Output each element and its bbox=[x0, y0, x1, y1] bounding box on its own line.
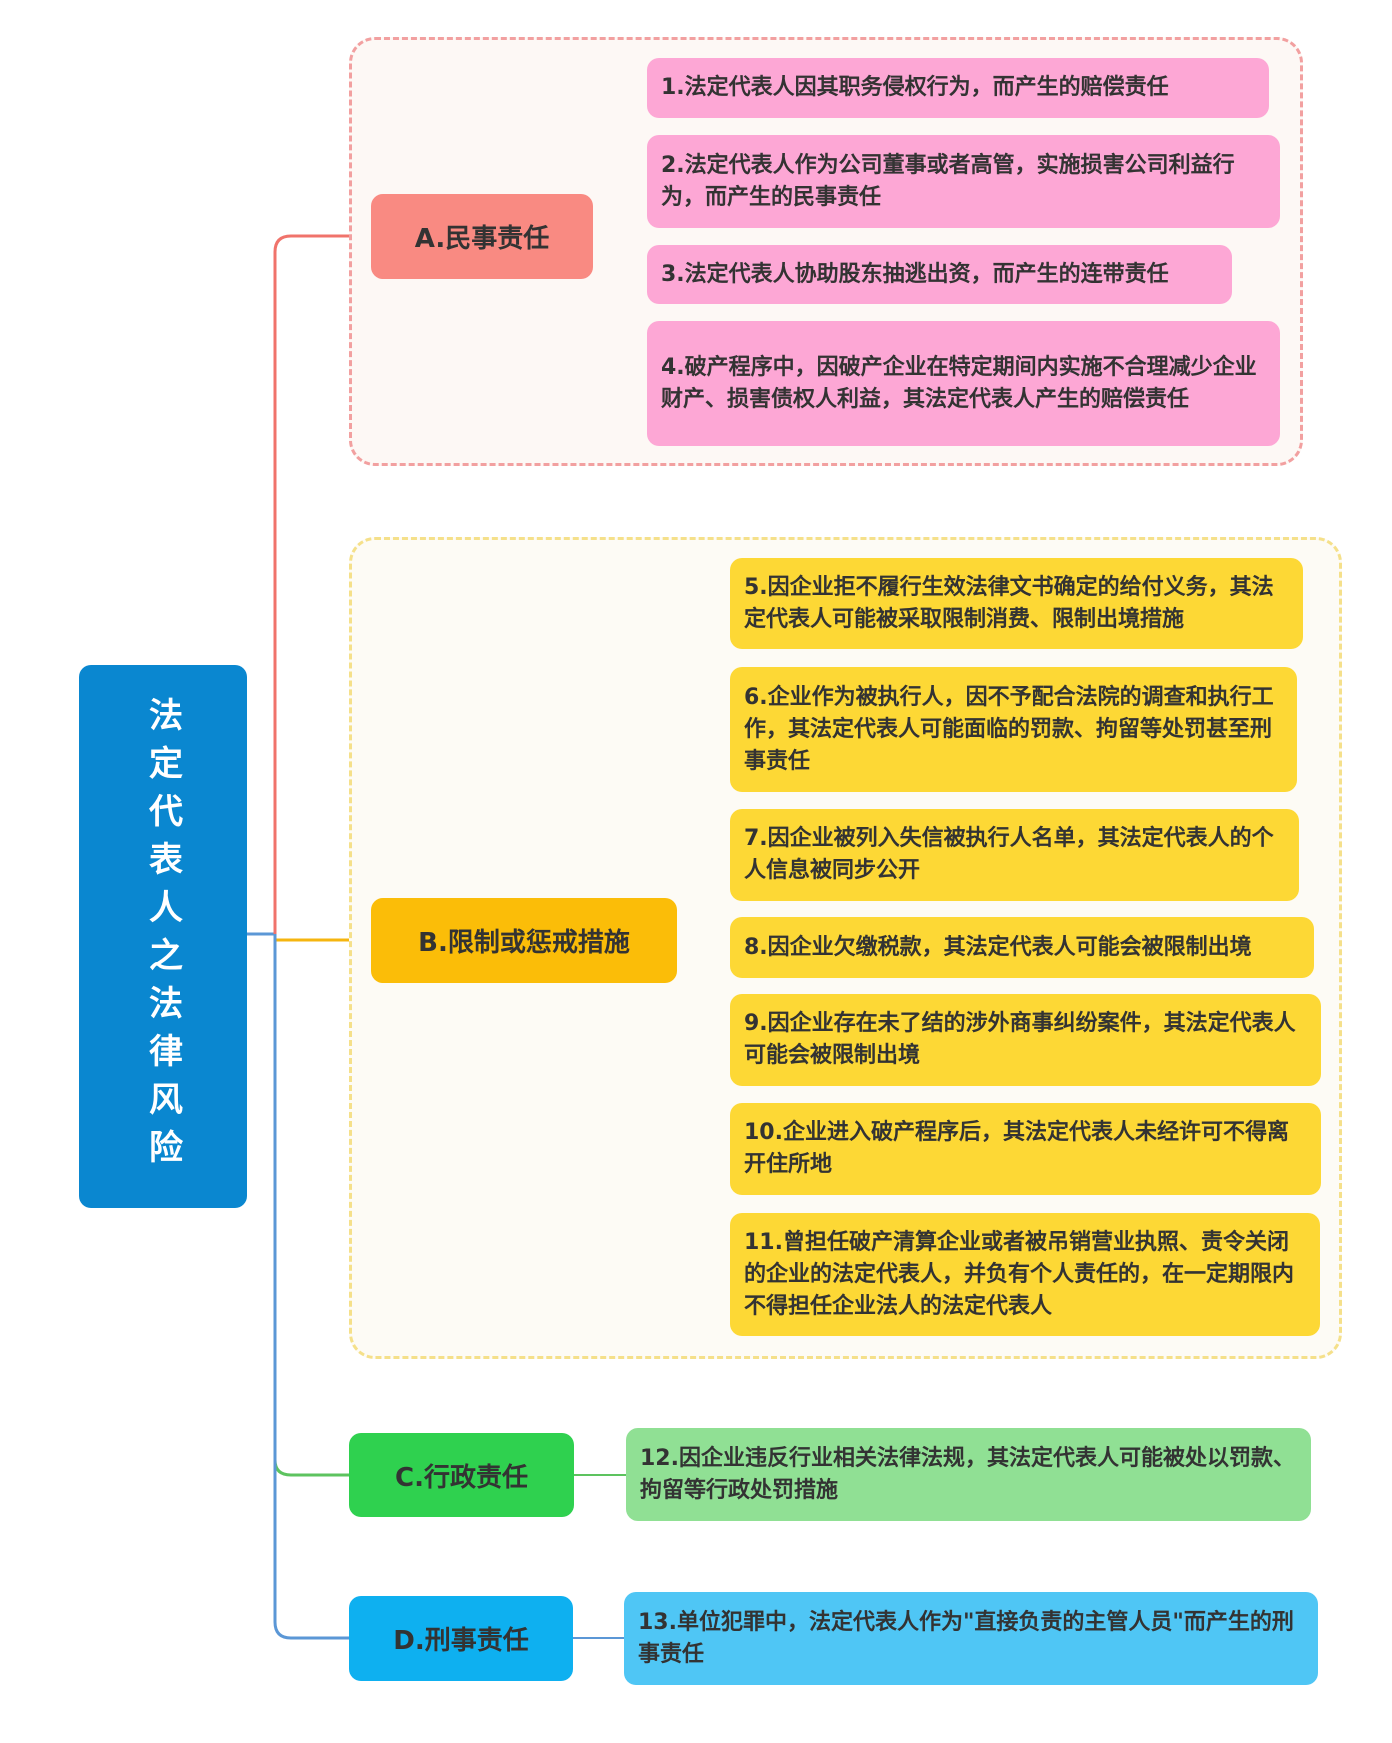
item-12[interactable]: 12.因企业违反行业相关法律法规，其法定代表人可能被处以罚款、拘留等行政处罚措施 bbox=[626, 1428, 1311, 1521]
item-6[interactable]: 6.企业作为被执行人，因不予配合法院的调查和执行工作，其法定代表人可能面临的罚款… bbox=[730, 667, 1297, 792]
category-admin[interactable]: C.行政责任 bbox=[349, 1433, 574, 1517]
item-7[interactable]: 7.因企业被列入失信被执行人名单，其法定代表人的个人信息被同步公开 bbox=[730, 809, 1299, 901]
item-9[interactable]: 9.因企业存在未了结的涉外商事纠纷案件，其法定代表人可能会被限制出境 bbox=[730, 994, 1321, 1086]
item-4[interactable]: 4.破产程序中，因破产企业在特定期间内实施不合理减少企业财产、损害债权人利益，其… bbox=[647, 321, 1280, 446]
item-1[interactable]: 1.法定代表人因其职务侵权行为，而产生的赔偿责任 bbox=[647, 58, 1269, 118]
item-8[interactable]: 8.因企业欠缴税款，其法定代表人可能会被限制出境 bbox=[730, 917, 1314, 978]
root-title: 法定代表人之法律风险 bbox=[142, 696, 183, 1177]
item-3[interactable]: 3.法定代表人协助股东抽逃出资，而产生的连带责任 bbox=[647, 245, 1232, 304]
item-2[interactable]: 2.法定代表人作为公司董事或者高管，实施损害公司利益行为，而产生的民事责任 bbox=[647, 135, 1280, 228]
category-restrict[interactable]: B.限制或惩戒措施 bbox=[371, 898, 677, 983]
item-11[interactable]: 11.曾担任破产清算企业或者被吊销营业执照、责令关闭的企业的法定代表人，并负有个… bbox=[730, 1213, 1320, 1336]
root-node[interactable]: 法定代表人之法律风险 bbox=[79, 665, 247, 1208]
item-5[interactable]: 5.因企业拒不履行生效法律文书确定的给付义务，其法定代表人可能被采取限制消费、限… bbox=[730, 558, 1303, 649]
category-civil[interactable]: A.民事责任 bbox=[371, 194, 593, 279]
item-13[interactable]: 13.单位犯罪中，法定代表人作为"直接负责的主管人员"而产生的刑事责任 bbox=[624, 1592, 1318, 1685]
category-criminal[interactable]: D.刑事责任 bbox=[349, 1596, 573, 1681]
item-10[interactable]: 10.企业进入破产程序后，其法定代表人未经许可不得离开住所地 bbox=[730, 1103, 1321, 1195]
